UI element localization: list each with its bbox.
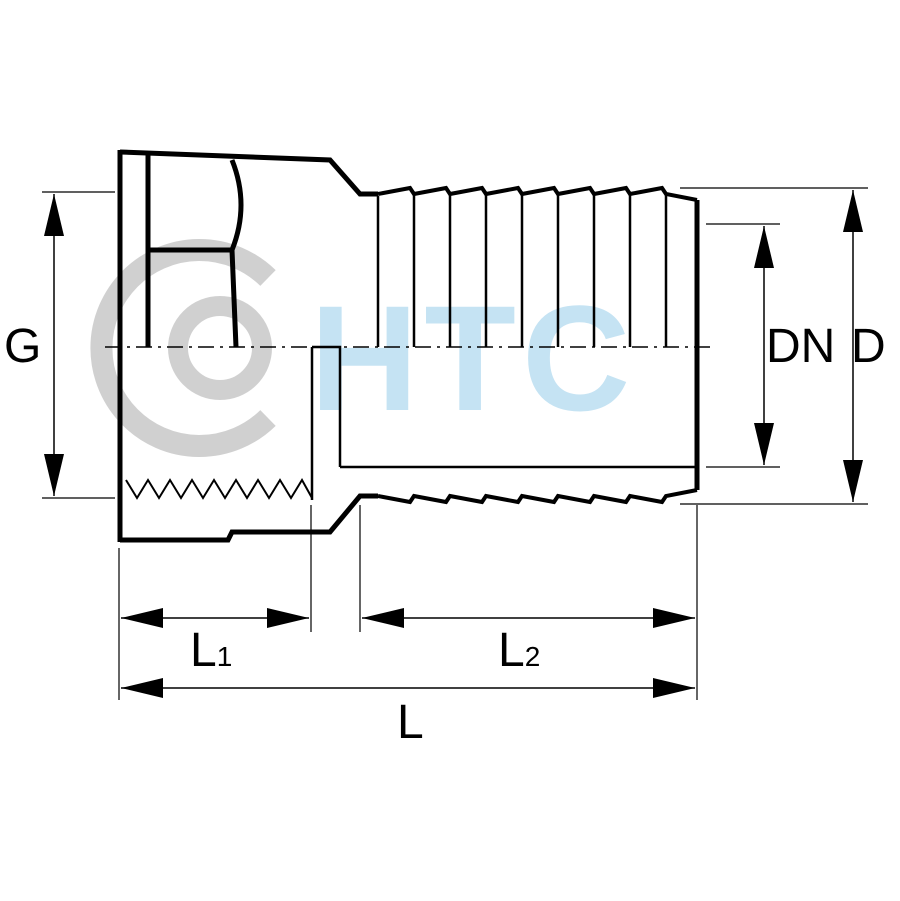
- label-D: D: [851, 320, 886, 373]
- bore-step: [310, 345, 342, 500]
- watermark-text: HTC: [310, 274, 636, 442]
- label-L: L: [397, 696, 424, 749]
- fitting-outer-profile-bottom: [120, 493, 378, 543]
- dimension-D: D: [843, 190, 886, 502]
- internal-thread: [125, 478, 313, 500]
- fitting-outer-profile-top: [119, 149, 378, 197]
- barbs-top: [377, 185, 698, 202]
- dimension-G: G: [4, 194, 64, 496]
- extension-lines: [42, 187, 868, 700]
- label-G: G: [4, 320, 41, 373]
- watermark-inner-circle-icon: [168, 296, 272, 400]
- dimension-L2: L2: [362, 608, 695, 677]
- label-L2: L2: [498, 624, 540, 677]
- dimension-DN: DN: [754, 226, 835, 465]
- label-L1: L1: [190, 624, 232, 677]
- dimension-L1: L1: [121, 608, 309, 677]
- watermark-logo: HTC: [90, 239, 636, 457]
- barbs-bottom: [377, 488, 698, 505]
- label-DN: DN: [766, 320, 835, 373]
- fitting-body: [117, 149, 700, 543]
- dimension-L: L: [121, 678, 695, 749]
- hex-nut-outline: [145, 152, 244, 348]
- barb-section-lines: [376, 194, 668, 347]
